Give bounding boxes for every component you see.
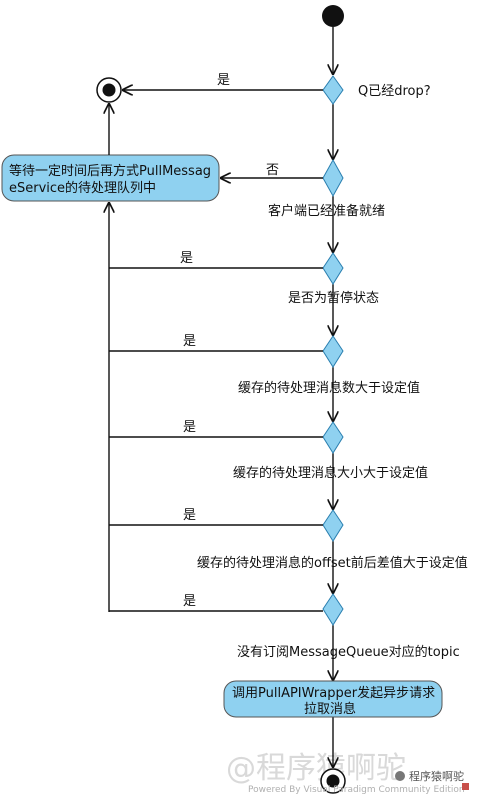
wait-requeue-node — [1, 154, 220, 202]
final-node-end-core — [326, 774, 340, 788]
condition-label: Q已经drop? — [358, 84, 431, 99]
condition-label: 客户端已经准备就绪 — [268, 203, 385, 219]
final-node-drop-core — [102, 83, 116, 97]
condition-label: 缓存的待处理消息数大于设定值 — [238, 380, 420, 396]
decision-count — [322, 335, 344, 368]
condition-label: 缓存的待处理消息大小大于设定值 — [233, 465, 428, 481]
branch-label: 是 — [183, 594, 196, 609]
start-node — [322, 5, 344, 27]
branch-label: 是 — [217, 73, 230, 88]
wait-requeue-line-1: 等待一定时间后再方式PullMessag — [9, 163, 211, 179]
logo-mark-icon — [462, 783, 469, 790]
call-api-line-2: 拉取消息 — [304, 701, 356, 717]
condition-label: 没有订阅MessageQueue对应的topic — [237, 644, 460, 660]
call-api-node — [223, 680, 443, 718]
decision-drop — [322, 75, 344, 105]
branch-label: 是 — [183, 334, 196, 349]
logo-icon — [395, 771, 405, 781]
wait-requeue-line-2: eService的待处理队列中 — [9, 180, 156, 196]
logo-text: 程序猿啊驼 — [409, 769, 464, 783]
branch-label: 是 — [183, 508, 196, 523]
watermark-text: @程序猿啊驼 — [226, 751, 406, 786]
decision-subscription — [322, 593, 344, 626]
call-api-line-1: 调用PullAPIWrapper发起异步请求 — [232, 685, 435, 701]
branch-label: 否 — [266, 163, 279, 178]
decision-ready — [322, 158, 344, 198]
branch-label: 是 — [183, 420, 196, 435]
condition-label: 是否为暂停状态 — [288, 290, 379, 306]
decision-size — [322, 421, 344, 454]
decision-paused — [322, 252, 344, 285]
branch-label: 是 — [180, 251, 193, 266]
condition-label: 缓存的待处理消息的offset前后差值大于设定值 — [197, 555, 468, 571]
logo-badge: 程序猿啊驼 — [395, 769, 469, 790]
powered-by-footer: Powered By Visual Paradigm Community Edi… — [248, 785, 465, 795]
decision-offset — [322, 509, 344, 542]
